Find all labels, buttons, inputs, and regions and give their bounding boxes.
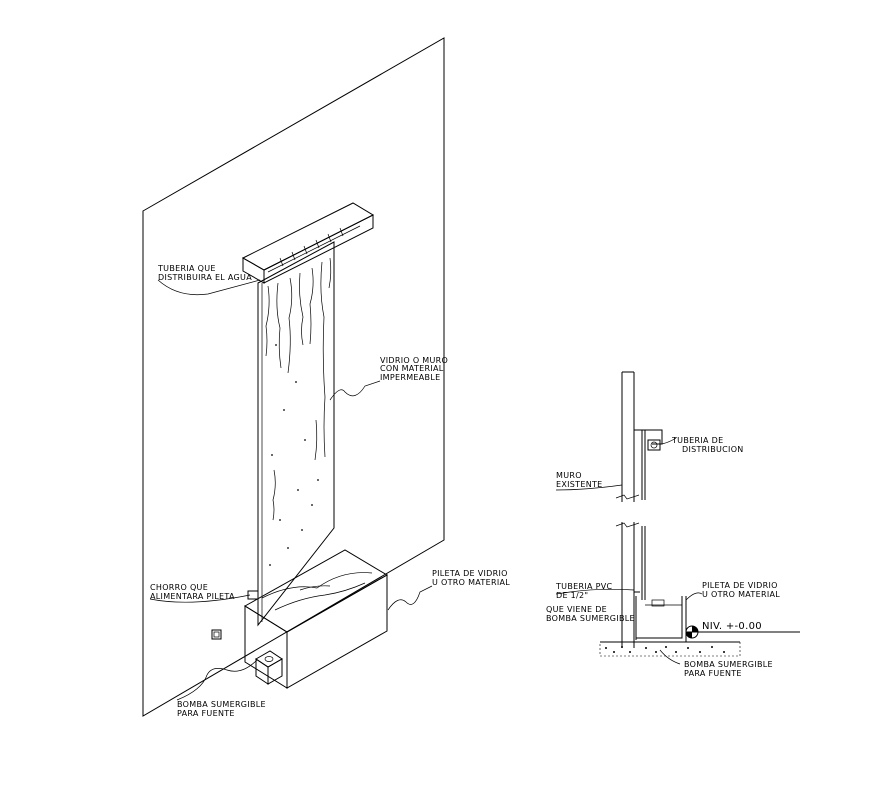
- label-sec-pvc-3: QUE VIENE DE: [546, 605, 607, 614]
- label-sec-muro-1: MURO: [556, 471, 582, 480]
- electrical-outlet: [211, 629, 222, 640]
- label-tuberia-2: DISTRIBUIRA EL AGUA: [158, 273, 252, 282]
- label-sec-tuberia-2: DISTRIBUCION: [682, 445, 744, 454]
- label-sec-bomba-1: BOMBA SUMERGIBLE: [684, 660, 773, 669]
- label-nivel: NIV. +-0.00: [702, 621, 762, 632]
- label-sec-pileta-1: PILETA DE VIDRIO: [702, 581, 778, 590]
- water-droplets: [269, 344, 319, 566]
- label-sec-bomba-2: PARA FUENTE: [684, 669, 742, 678]
- isometric-view: TUBERIA QUE DISTRIBUIRA EL AGUA VIDRIO O…: [142, 37, 510, 718]
- label-sec-pvc-4: BOMBA SUMERGIBLE: [546, 614, 635, 623]
- label-sec-muro-2: EXISTENTE: [556, 480, 603, 489]
- label-chorro-1: CHORRO QUE: [150, 583, 208, 592]
- label-sec-tuberia-1: TUBERIA DE: [671, 436, 723, 445]
- label-sec-pvc-2: DE 1/2": [556, 591, 588, 600]
- label-pileta-2: U OTRO MATERIAL: [432, 578, 510, 587]
- label-pileta-1: PILETA DE VIDRIO: [432, 569, 508, 578]
- wall-panel: [142, 37, 445, 717]
- label-vidrio-1: VIDRIO O MURO: [380, 356, 448, 365]
- label-bomba-1: BOMBA SUMERGIBLE: [177, 700, 266, 709]
- basin: [244, 549, 388, 689]
- label-vidrio-3: IMPERMEABLE: [380, 373, 440, 382]
- water-streaks: [265, 257, 332, 521]
- label-vidrio-2: CON MATERIAL: [380, 364, 444, 373]
- label-bomba-2: PARA FUENTE: [177, 709, 235, 718]
- section-view: NIV. +-0.00 TUBERIA DE DISTRIBUCION MURO…: [546, 371, 800, 678]
- label-sec-pileta-2: U OTRO MATERIAL: [702, 590, 780, 599]
- label-tuberia-1: TUBERIA QUE: [157, 264, 216, 273]
- glass-sheet: [257, 241, 335, 627]
- inlet-nozzle: [247, 590, 259, 600]
- label-sec-pvc-1: TUBERIA PVC: [555, 582, 613, 591]
- ground-hatch: [605, 646, 725, 653]
- label-chorro-2: ALIMENTARA PILETA: [150, 592, 235, 601]
- distribution-channel: [241, 202, 375, 284]
- pump: [255, 650, 283, 685]
